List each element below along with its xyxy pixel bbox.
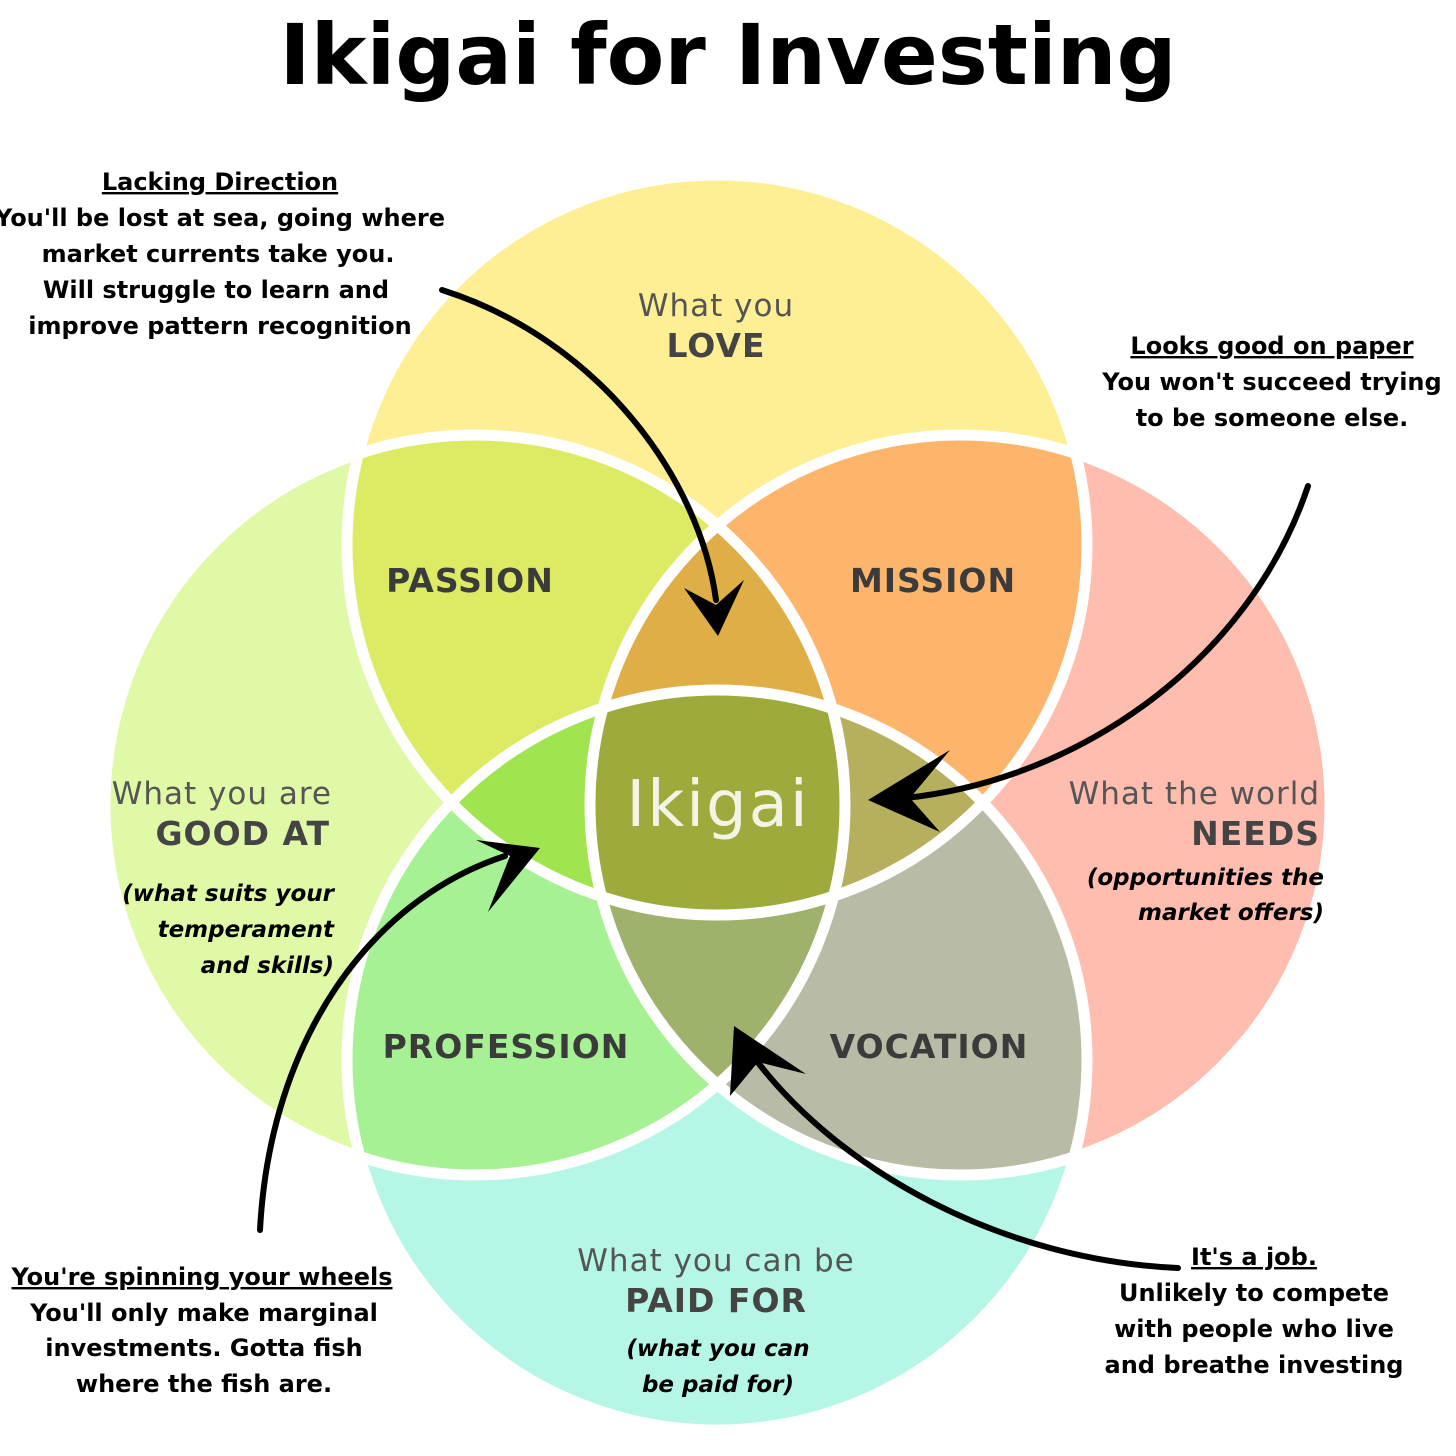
passion-label: PASSION [386, 561, 554, 600]
love-label-line2: LOVE [666, 326, 765, 365]
job-line-3: and breathe investing [1105, 1351, 1404, 1379]
page-title: Ikigai for Investing [279, 6, 1176, 104]
ring-paid-for [341, 684, 1093, 1436]
vocation-label: VOCATION [830, 1027, 1029, 1066]
arrowhead-spinning [476, 840, 540, 912]
paid-for-label-line1: What you can be [577, 1243, 854, 1279]
spinning-line-1: You'll only make marginal [29, 1299, 378, 1327]
paid-for-note-1: (what you can [626, 1336, 809, 1362]
arrow-job [753, 1057, 1181, 1271]
arrowhead-looks-good [868, 750, 950, 832]
good-at-note-1: (what suits your [122, 881, 335, 907]
job-heading: It's a job. [1191, 1243, 1317, 1271]
arrow-lacking-direction [439, 287, 719, 603]
spinning-heading: You're spinning your wheels [10, 1263, 392, 1291]
looks-good-line-2: to be someone else. [1136, 404, 1409, 432]
paid-for-label-line2: PAID FOR [625, 1281, 807, 1320]
needs-note-2: market offers) [1138, 900, 1324, 926]
looks-good-heading: Looks good on paper [1130, 332, 1413, 360]
good-at-label-line1: What you are [112, 776, 332, 812]
lacking-direction-line-3: Will struggle to learn and [43, 276, 389, 304]
arrow-looks-good [902, 483, 1311, 801]
arrowhead-job [730, 1026, 806, 1096]
lacking-direction-line-4: improve pattern recognition [28, 312, 411, 340]
good-at-note-3: and skills) [201, 953, 334, 979]
job-line-2: with people who live [1114, 1315, 1394, 1343]
spinning-line-3: where the fish are. [76, 1370, 332, 1398]
lacking-direction-line-1: You'll be lost at sea, going where [0, 204, 445, 232]
region-love-needs-good [590, 435, 845, 915]
needs-note-1: (opportunities the [1087, 865, 1324, 891]
needs-label-line1: What the world [1069, 776, 1320, 812]
lacking-direction-heading: Lacking Direction [102, 168, 338, 196]
good-at-note-2: temperament [158, 917, 335, 943]
looks-good-line-1: You won't succeed trying [1101, 368, 1441, 396]
paid-for-note-2: be paid for) [642, 1372, 794, 1398]
mission-label: MISSION [850, 561, 1016, 600]
spinning-line-2: investments. Gotta fish [45, 1334, 362, 1362]
love-label-line1: What you [638, 288, 794, 324]
region-needs-good-paid [590, 690, 845, 1175]
good-at-label-line2: GOOD AT [155, 814, 330, 853]
lacking-direction-line-2: market currents take you. [42, 240, 395, 268]
ikigai-center-label: Ikigai [626, 768, 809, 842]
ring-good-at [99, 429, 851, 1181]
arrowhead-lacking-direction [684, 580, 744, 636]
arrow-spinning [257, 853, 508, 1233]
ring-needs [584, 429, 1336, 1181]
profession-label: PROFESSION [383, 1027, 630, 1066]
job-line-1: Unlikely to compete [1119, 1279, 1389, 1307]
needs-label-line2: NEEDS [1191, 814, 1320, 853]
ring-love [341, 169, 1093, 921]
